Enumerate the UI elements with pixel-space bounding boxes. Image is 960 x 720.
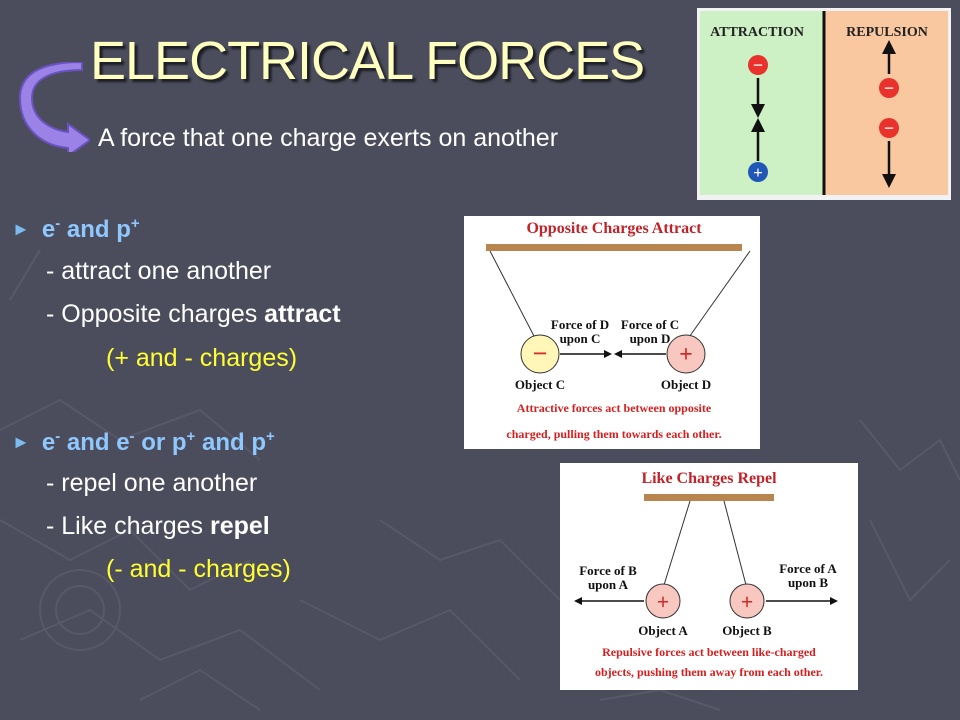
slide-subtitle: A force that one charge exerts on anothe… (98, 124, 559, 152)
force-label: upon C (560, 331, 601, 346)
force-label: Force of B (579, 563, 637, 578)
bullet-text: e (41, 216, 56, 243)
force-label: upon D (630, 331, 671, 346)
minus-sign: − (533, 339, 548, 368)
force-label: Force of A (779, 561, 837, 576)
attraction-repulsion-figure: ATTRACTION REPULSION − + − − (697, 8, 951, 200)
line-opposite-charges: - Opposite charges attract (46, 300, 341, 329)
line-like-charges: - Like charges repel (46, 512, 270, 541)
line-repel-one-another: - repel one another (46, 469, 258, 497)
figure-caption: objects, pushing them away from each oth… (595, 665, 823, 679)
force-label: Force of C (621, 317, 679, 332)
figure-title: Like Charges Repel (641, 470, 777, 487)
plus-sign: + (657, 589, 670, 614)
force-label: upon B (788, 575, 828, 590)
force-label: upon A (588, 577, 629, 592)
minus-sign: − (884, 78, 894, 98)
bold-word: repel (209, 512, 270, 540)
minus-sign: − (753, 55, 763, 75)
line-minus-minus-charges: (- and - charges) (106, 555, 291, 583)
bullet-electron-proton: ► e- and p+ (12, 215, 140, 244)
bold-word: attract (264, 300, 341, 328)
bullet-arrow-icon: ► (12, 432, 30, 452)
bullet-text: and p (60, 216, 131, 243)
line-text: - Like charges (46, 512, 210, 540)
object-label: Object B (722, 623, 772, 638)
line-plus-minus-charges: (+ and - charges) (106, 344, 298, 372)
superscript: + (130, 215, 140, 232)
force-label: Force of D (551, 317, 609, 332)
bullet-text: and e (60, 429, 130, 456)
bullet-like-charges: ►e- and e- or p+ and p+ (12, 428, 275, 457)
negative-charge-icon (748, 55, 768, 75)
figure-caption: Repulsive forces act between like-charge… (602, 645, 816, 659)
figure-title: Opposite Charges Attract (526, 220, 702, 237)
opposite-charges-attract-figure: Opposite Charges Attract − + Force of D … (464, 216, 760, 449)
line-text: - Opposite charges (46, 300, 265, 328)
minus-sign: − (884, 118, 894, 138)
bullet-arrow-icon: ► (12, 219, 30, 239)
line-attract-one-another: - attract one another (46, 257, 272, 285)
repulsion-panel (824, 11, 948, 195)
bullet-text: or p (134, 429, 187, 456)
superscript: - (129, 428, 135, 445)
repulsion-label: REPULSION (846, 25, 928, 40)
superscript: - (55, 428, 61, 445)
superscript: + (186, 428, 196, 445)
figure-caption: charged, pulling them towards each other… (506, 427, 721, 441)
object-label: Object D (661, 377, 711, 392)
curved-arrow-icon (18, 62, 90, 152)
object-label: Object A (638, 623, 688, 638)
figure-caption: Attractive forces act between opposite (517, 401, 712, 415)
bullet-text: and p (195, 429, 266, 456)
negative-charge-icon (879, 78, 899, 98)
superscript: + (265, 428, 275, 445)
object-label: Object C (515, 377, 565, 392)
slide-title: ELECTRICAL FORCES (90, 31, 645, 91)
plus-sign: + (753, 163, 763, 182)
positive-charge-icon (748, 162, 768, 182)
like-charges-repel-figure: Like Charges Repel + + Force of B upon A… (560, 463, 858, 690)
plus-sign: + (741, 589, 754, 614)
bullet-text: e (41, 429, 56, 456)
superscript: - (55, 215, 61, 232)
plus-sign: + (679, 342, 693, 368)
attraction-label: ATTRACTION (710, 25, 804, 40)
negative-charge-icon (879, 118, 899, 138)
